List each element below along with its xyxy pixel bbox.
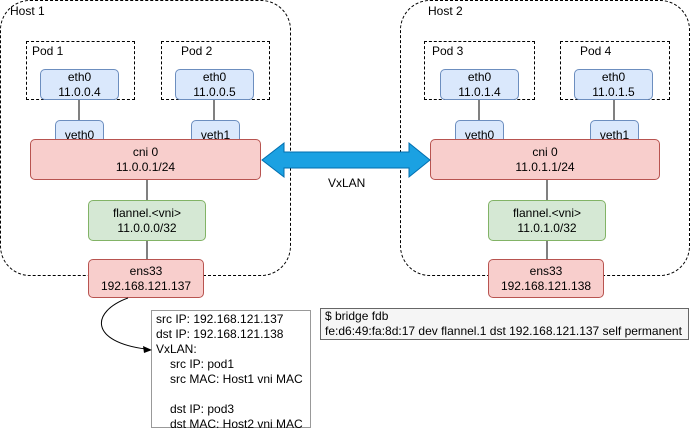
flannel-ip: 11.0.0.0/32: [117, 220, 177, 235]
pod-3-title: Pod 3: [432, 44, 464, 58]
pod-1-title: Pod 1: [32, 44, 64, 58]
pod-1-eth0: eth0 11.0.0.4: [40, 69, 119, 100]
veth-label: veth0: [64, 128, 95, 142]
inner-dst-mac: dst MAC: Host2 vni MAC: [170, 417, 303, 431]
inner-src-mac: src MAC: Host1 vni MAC: [170, 372, 303, 386]
outer-dst-ip: dst IP: 192.168.121.138: [156, 327, 284, 341]
pod-2-eth0: eth0 11.0.0.5: [175, 69, 254, 100]
eth-ip: 11.0.1.4: [458, 84, 501, 99]
fdb-entry: fe:d6:49:fa:8d:17 dev flannel.1 dst 192.…: [325, 324, 682, 338]
fdb-command: $ bridge fdb: [325, 309, 389, 323]
veth-label: veth0: [464, 128, 495, 142]
host-2-cni0: cni 0 11.0.1.1/24: [430, 139, 660, 180]
veth-label: veth1: [200, 128, 231, 142]
eth-ip: 11.0.0.4: [58, 84, 101, 99]
cni-ip: 11.0.0.1/24: [115, 159, 176, 174]
pod-2-title: Pod 2: [181, 44, 213, 58]
pod-3-eth0: eth0 11.0.1.4: [440, 69, 519, 100]
cni-ip: 11.0.1.1/24: [515, 159, 575, 174]
host-2-flannel: flannel.<vni> 11.0.1.0/32: [488, 200, 606, 241]
eth-name: eth0: [467, 69, 492, 84]
inner-src-ip: src IP: pod1: [170, 357, 235, 371]
flannel-name: flannel.<vni>: [112, 205, 182, 220]
outer-src-ip: src IP: 192.168.121.137: [156, 312, 284, 326]
host-1-veth0: veth0: [55, 120, 104, 151]
eth-name: eth0: [601, 69, 626, 84]
spacer: [156, 387, 306, 402]
eth-ip: 11.0.1.5: [592, 84, 635, 99]
host-1-flannel: flannel.<vni> 11.0.0.0/32: [88, 200, 206, 241]
vxlan-header-label: VxLAN:: [156, 342, 197, 356]
pod-4-eth0: eth0 11.0.1.5: [574, 69, 653, 100]
flannel-ip: 11.0.1.0/32: [517, 220, 577, 235]
ens-ip: 192.168.121.137: [100, 278, 192, 293]
host-2-title: Host 2: [428, 4, 463, 18]
cni-name: cni 0: [532, 144, 558, 159]
vxlan-tunnel-label: VxLAN: [328, 176, 366, 190]
host-1-ens33: ens33 192.168.121.137: [88, 259, 204, 298]
ens-name: ens33: [129, 263, 163, 278]
packet-header-box: src IP: 192.168.121.137 dst IP: 192.168.…: [151, 310, 311, 431]
veth-label: veth1: [599, 128, 630, 142]
bridge-fdb-note: $ bridge fdb fe:d6:49:fa:8d:17 dev flann…: [320, 308, 689, 340]
pod-4-title: Pod 4: [580, 44, 612, 58]
host-2-ens33: ens33 192.168.121.138: [488, 259, 604, 298]
eth-name: eth0: [202, 69, 227, 84]
eth-name: eth0: [67, 69, 92, 84]
ens-ip: 192.168.121.138: [500, 278, 592, 293]
ens-name: ens33: [529, 263, 563, 278]
flannel-name: flannel.<vni>: [512, 205, 582, 220]
packet-callout-curve: [101, 297, 147, 350]
cni-name: cni 0: [132, 144, 159, 159]
eth-ip: 11.0.0.5: [193, 84, 236, 99]
host-1-cni0: cni 0 11.0.0.1/24: [30, 139, 261, 180]
inner-dst-ip: dst IP: pod3: [170, 402, 235, 416]
host-1-title: Host 1: [10, 4, 45, 18]
